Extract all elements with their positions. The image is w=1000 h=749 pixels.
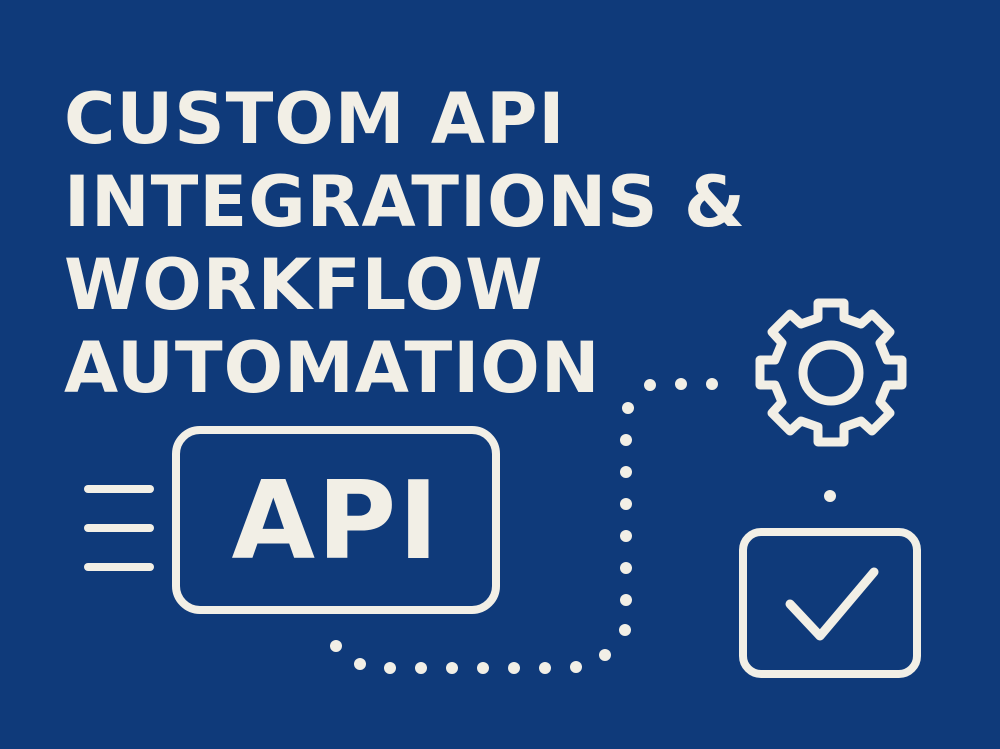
- gear-icon: [755, 298, 907, 447]
- headline-line-4: AUTOMATION: [64, 327, 601, 409]
- api-label: API: [232, 459, 441, 584]
- headline-line-1: CUSTOM API: [64, 78, 566, 160]
- headline-line-2: INTEGRATIONS &: [64, 161, 747, 243]
- dotted-connector: [330, 378, 836, 674]
- headline-line-3: WORKFLOW: [64, 244, 544, 326]
- headline: CUSTOM API INTEGRATIONS & WORKFLOW AUTOM…: [64, 78, 746, 410]
- api-box: API: [172, 426, 500, 614]
- speed-lines-icon: [84, 485, 154, 571]
- checkmark-icon: [739, 528, 921, 678]
